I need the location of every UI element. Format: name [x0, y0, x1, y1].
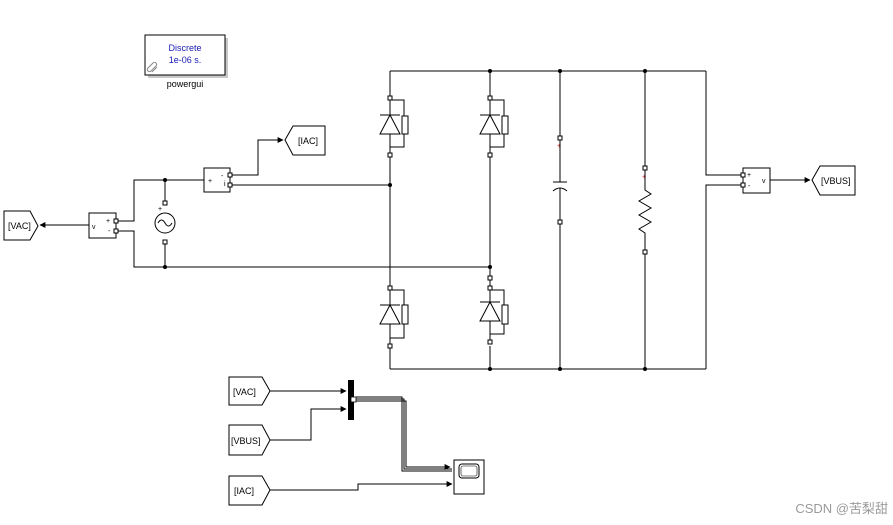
capacitor-port-marker: +: [557, 143, 561, 150]
ac-voltage-source[interactable]: +: [154, 200, 176, 245]
capacitor[interactable]: +: [552, 135, 568, 225]
voltage-measurement-ac[interactable]: v + -: [88, 212, 119, 239]
vac-goto-tag[interactable]: [VAC]: [3, 210, 39, 241]
powergui-sample-time: 1e-06 s.: [169, 55, 202, 65]
mux-block[interactable]: [348, 380, 357, 420]
vm-ac-minus: -: [108, 228, 111, 235]
resistor-port-marker: +: [642, 174, 646, 181]
voltage-measurement-bus[interactable]: + - v: [740, 167, 771, 194]
vac-from-label: [VAC]: [233, 387, 256, 397]
iac-from-label: [IAC]: [234, 486, 254, 496]
current-measurement-block[interactable]: + - i: [203, 167, 233, 193]
current-meter-minus: -: [221, 173, 224, 180]
vbus-goto-tag[interactable]: [VBUS]: [811, 165, 856, 196]
iac-goto-label: [IAC]: [298, 136, 318, 146]
vac-goto-label: [VAC]: [8, 221, 31, 231]
scope-wiring: [270, 388, 453, 491]
vm-bus-plus: +: [747, 172, 751, 179]
diode-d2[interactable]: [479, 95, 509, 158]
powergui-label: powergui: [167, 79, 204, 89]
iac-goto-tag[interactable]: [IAC]: [284, 125, 326, 156]
current-meter-out: i: [224, 181, 226, 188]
vbus-from-label: [VBUS]: [231, 436, 261, 446]
powergui-mode: Discrete: [168, 43, 201, 53]
vac-from-tag[interactable]: [VAC]: [228, 376, 271, 406]
scope-block[interactable]: [453, 459, 485, 495]
resistor[interactable]: +: [638, 165, 652, 255]
diode-d4[interactable]: [479, 275, 509, 345]
iac-from-tag[interactable]: [IAC]: [228, 475, 271, 506]
vm-bus-minus: -: [748, 183, 751, 190]
vm-ac-out: v: [92, 224, 96, 231]
powergui-block[interactable]: Discrete 1e-06 s. powergui: [144, 34, 228, 89]
current-meter-plus: +: [208, 178, 212, 185]
vbus-goto-label: [VBUS]: [821, 176, 851, 186]
watermark: CSDN @苦梨甜: [795, 501, 888, 516]
diode-d3[interactable]: [379, 285, 409, 349]
link-icon: [146, 61, 158, 73]
vbus-from-tag[interactable]: [VBUS]: [228, 424, 271, 456]
vm-ac-plus: +: [106, 218, 110, 225]
vm-bus-out: v: [762, 178, 766, 185]
source-plus: +: [158, 206, 162, 213]
diode-d1[interactable]: [379, 95, 409, 158]
wiring: [39, 69, 811, 371]
